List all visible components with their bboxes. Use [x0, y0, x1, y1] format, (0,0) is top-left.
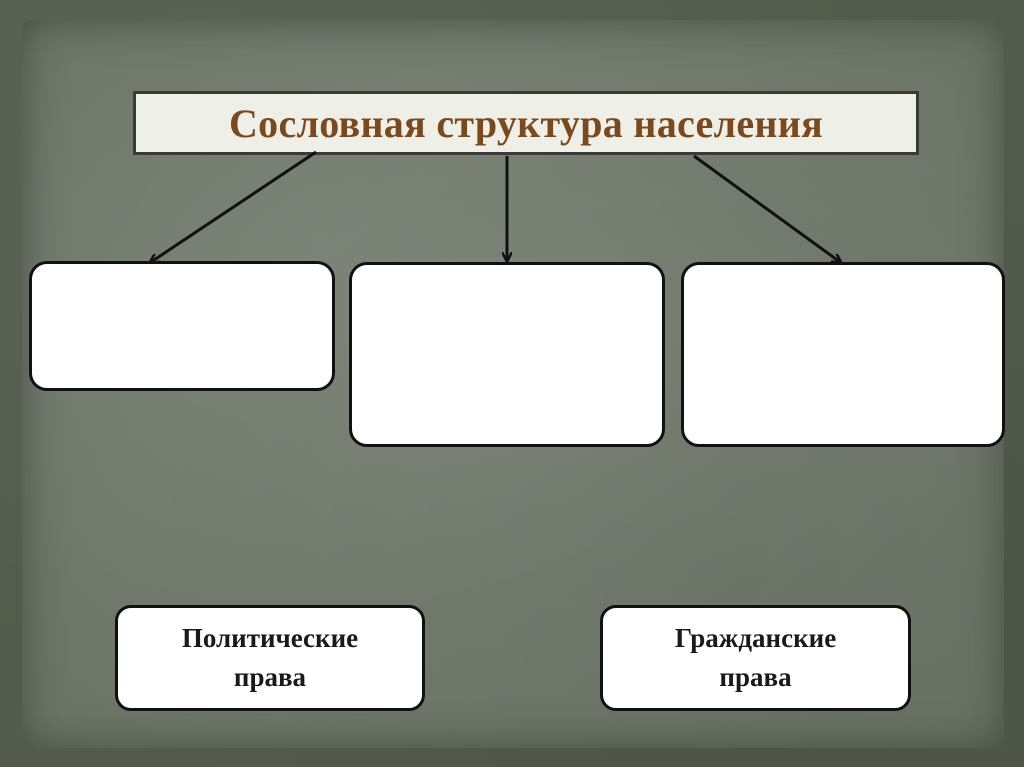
diagram-title: Сословная структура населения — [228, 100, 824, 146]
category-box-center — [349, 262, 665, 447]
category-box-right — [681, 262, 1005, 447]
political-rights-box: Политические права — [115, 605, 425, 711]
political-rights-label: Политические права — [181, 623, 359, 692]
title-box: Сословная структура населения — [133, 91, 919, 155]
civil-rights-box: Гражданские права — [600, 605, 911, 711]
civil-rights-label: Гражданские права — [674, 623, 837, 692]
category-box-left — [29, 261, 335, 391]
